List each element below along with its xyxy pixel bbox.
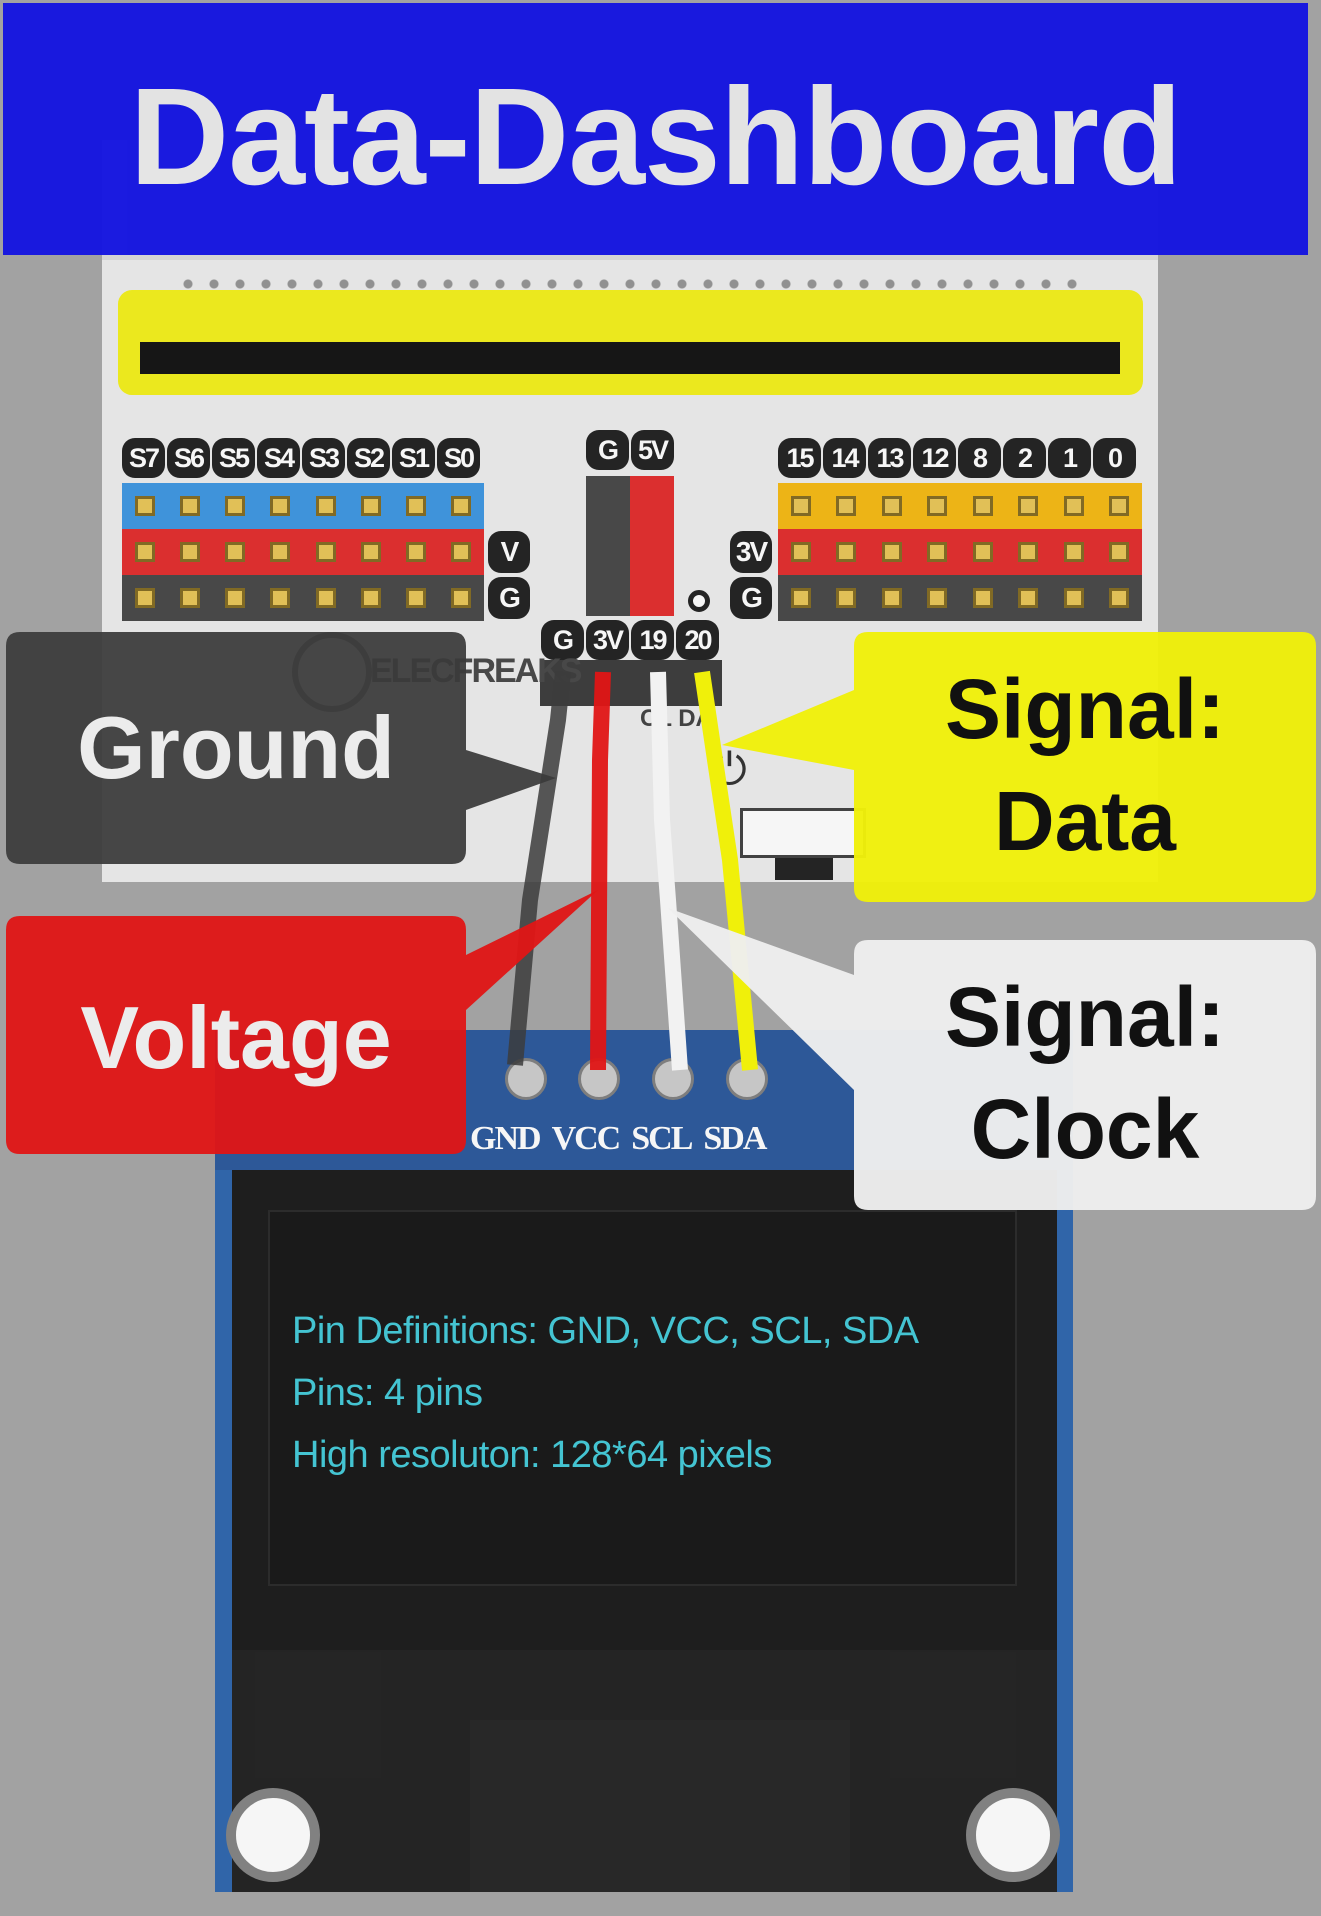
data-label-line2: Data: [994, 774, 1177, 868]
data-label-line1: Signal:: [945, 662, 1225, 756]
clock-label-line2: Clock: [971, 1082, 1200, 1176]
clock-label-line1: Signal:: [945, 970, 1225, 1064]
title-banner: Data-Dashboard: [3, 3, 1308, 255]
data-wire: [702, 672, 750, 1070]
voltage-wire: [598, 672, 603, 1070]
ground-callout: Ground: [6, 632, 556, 864]
ground-label: Ground: [77, 698, 395, 797]
voltage-callout: Voltage: [6, 890, 598, 1154]
voltage-label: Voltage: [80, 988, 391, 1087]
ground-wire: [515, 672, 563, 1065]
page-title: Data-Dashboard: [3, 58, 1308, 217]
clock-callout: Signal: Clock: [668, 908, 1316, 1210]
clock-wire: [658, 672, 680, 1070]
data-callout: Signal: Data: [722, 632, 1316, 902]
